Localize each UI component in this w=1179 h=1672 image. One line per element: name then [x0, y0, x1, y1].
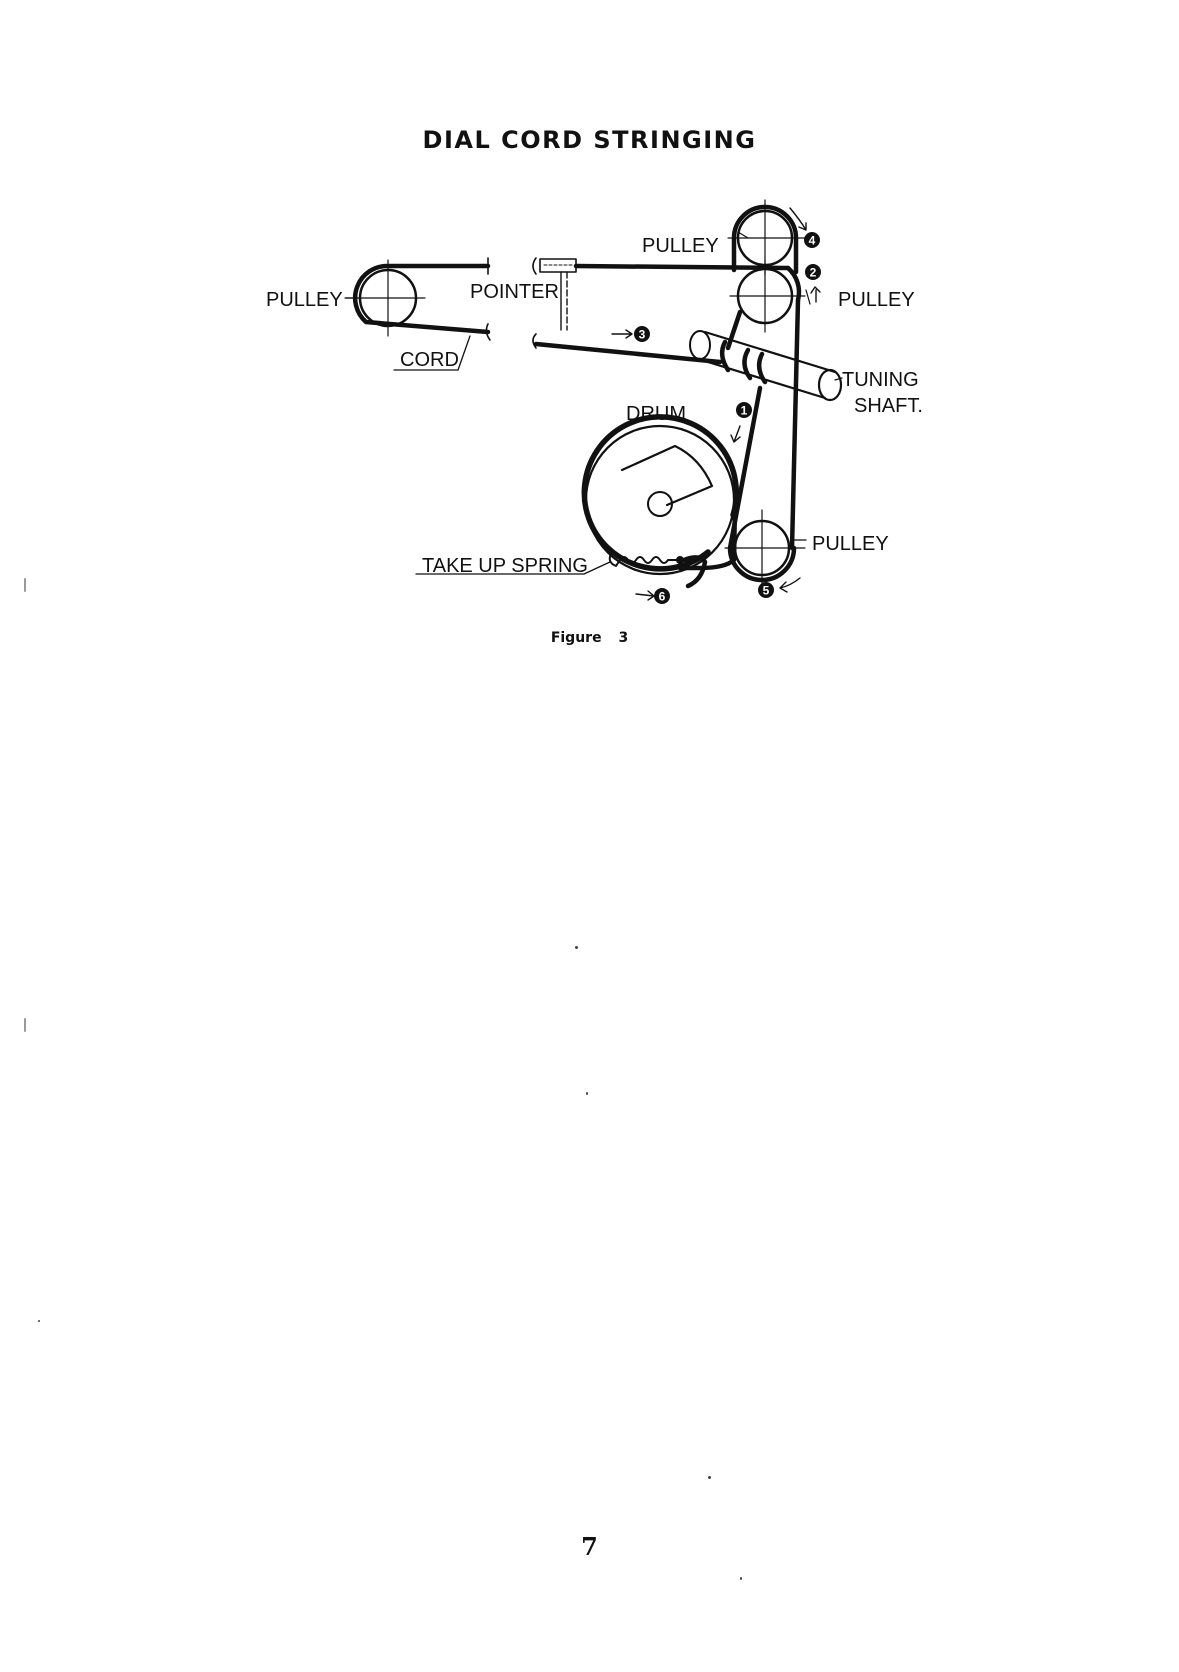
svg-text:5: 5 — [763, 584, 770, 598]
figure-caption-number: 3 — [618, 630, 628, 646]
step-marker-6: 6 — [654, 588, 670, 604]
svg-text:2: 2 — [810, 266, 817, 280]
step-marker-1: 1 — [736, 402, 752, 418]
drum — [584, 417, 736, 574]
svg-text:4: 4 — [809, 234, 816, 248]
step-3-arrow — [612, 330, 632, 338]
step-6-arrow — [636, 591, 654, 600]
scan-speck — [24, 578, 26, 592]
scan-speck — [38, 1320, 40, 1322]
svg-text:6: 6 — [659, 590, 666, 604]
cord-label: CORD — [400, 349, 459, 371]
cord-right-descent — [792, 300, 798, 548]
pulley-top-label: PULLEY — [642, 235, 719, 257]
pointer-label: POINTER — [470, 281, 559, 303]
step-2-arrow — [811, 287, 820, 302]
scan-speck — [708, 1476, 711, 1479]
pulley-right-label: PULLEY — [838, 289, 915, 311]
tuning-shaft-label-line1: TUNING — [842, 369, 919, 391]
svg-text:3: 3 — [639, 328, 646, 342]
step-marker-4: 4 — [804, 232, 820, 248]
scan-speck — [24, 1018, 26, 1032]
figure-caption-word: Figure — [551, 630, 602, 646]
step-marker-5: 5 — [758, 582, 774, 598]
cord-top-run — [576, 266, 788, 268]
drum-label: DRUM — [626, 403, 686, 425]
step-5-arrow — [780, 578, 800, 592]
pulley-bottom-label: PULLEY — [812, 533, 889, 555]
scan-speck — [575, 946, 578, 949]
scan-speck — [586, 1092, 588, 1095]
tuning-shaft-label-line2: SHAFT. — [854, 395, 923, 417]
figure-caption: Figure 3 — [0, 630, 1179, 646]
pulley-top-leader — [738, 232, 748, 238]
tuning-shaft — [690, 331, 841, 400]
pulley-left-label: PULLEY — [266, 289, 343, 311]
scan-speck — [740, 1577, 742, 1580]
step-marker-3: 3 — [634, 326, 650, 342]
svg-text:1: 1 — [741, 404, 748, 418]
right-pulley — [730, 260, 805, 332]
pulley-right-leader — [806, 290, 810, 304]
dial-cord-diagram: 1 2 3 4 5 6 PULLEY PULLEY POINTER PULLEY… — [0, 0, 1179, 700]
page-number: 7 — [0, 1532, 1179, 1561]
step-1-arrow — [731, 426, 740, 442]
step-marker-2: 2 — [805, 264, 821, 280]
take-up-spring-label: TAKE UP SPRING — [422, 555, 588, 577]
